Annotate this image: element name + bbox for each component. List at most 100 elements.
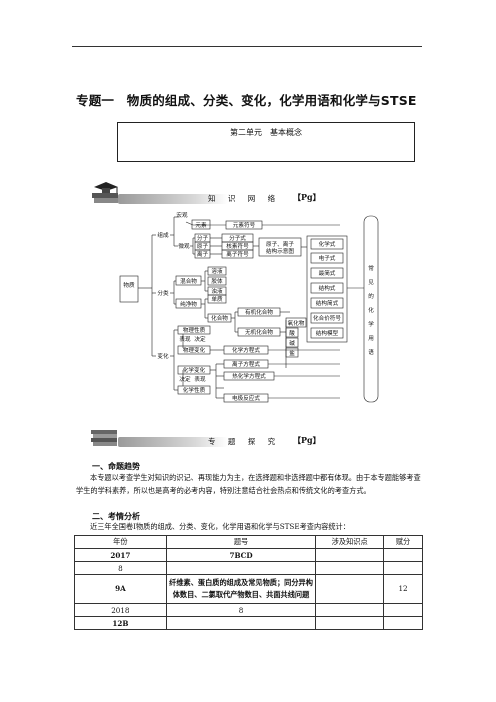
mindmap-element-symbol: 元素符号 — [233, 221, 256, 229]
banner-bar — [118, 437, 228, 447]
mindmap-acid-node — [285, 327, 299, 338]
mindmap-equation-node-3 — [223, 371, 275, 381]
mindmap-phys-prop: 物理性质 — [183, 326, 206, 334]
table-cell-q — [165, 561, 317, 575]
mindmap-dispersion-node-2 — [207, 276, 227, 286]
mindmap-formula-2: 电子式 — [319, 254, 336, 262]
mindmap-formula-node-1 — [310, 238, 344, 250]
table-cell-topic — [315, 616, 385, 630]
mindmap-formula-node-3 — [310, 267, 344, 279]
mindmap-node-root-text: 物质 — [123, 281, 135, 289]
banner-caption: 专 题 探 究 — [208, 437, 281, 446]
mindmap-equation-node-4 — [223, 393, 269, 403]
mindmap-side-char-3: 的 — [368, 292, 374, 300]
mindmap-dispersion-node-1 — [207, 266, 227, 276]
mindmap-element-substance-node — [207, 294, 227, 304]
mindmap-side-char-1: 常 — [368, 264, 374, 272]
mindmap-connectors — [138, 216, 340, 399]
table-cell-year: 8 — [74, 561, 167, 575]
mindmap-inorganic-node — [237, 327, 281, 337]
mindmap-molecule: 分子 — [197, 234, 209, 242]
mindmap-formula-1: 化学式 — [319, 240, 336, 248]
mindmap-formula-panel — [306, 235, 348, 343]
mindmap-equation-node-2 — [223, 359, 269, 369]
page-title: 专题一 物质的组成、分类、变化，化学用语和化学与STSE — [76, 93, 417, 108]
mindmap-chem-prop-node — [177, 385, 211, 395]
table-cell-score: 12 — [383, 574, 423, 604]
mindmap-show-2: 表现 — [194, 375, 206, 383]
section-intro-analysis: 近三年全国卷Ⅰ物质的组成、分类、变化，化学用语和化学与STSE考查内容统计： — [90, 522, 350, 531]
graduate-books-icon — [92, 182, 118, 203]
table-cell-topic — [315, 561, 385, 575]
mindmap-salt-node — [285, 347, 299, 358]
mindmap-molecule-formula: 分子式 — [229, 234, 246, 242]
mindmap-classification-label: 分类 — [157, 289, 169, 297]
mindmap-dispersion-1: 溶液 — [211, 267, 223, 275]
mindmap-element-node — [191, 219, 211, 230]
mindmap-dispersion-2: 胶体 — [211, 277, 223, 285]
table-cell-score — [383, 616, 423, 630]
table-cell-year: 9A — [74, 574, 167, 604]
mindmap-element-substance: 单质 — [211, 295, 223, 303]
mindmap-ion-node — [194, 249, 211, 259]
mindmap-pure: 纯净物 — [180, 300, 197, 308]
mindmap-chem-change-node — [177, 365, 211, 375]
table-header-topic: 涉及知识点 — [315, 535, 385, 549]
mindmap-compound: 化合物 — [211, 314, 228, 322]
table-cell-year: 12B — [74, 616, 167, 630]
books-stack-icon — [91, 430, 117, 446]
mindmap-nuclide-symbol: 核素符号 — [226, 242, 249, 250]
mindmap-formula-node-7 — [310, 327, 344, 339]
mindmap-dispersion-3: 浊液 — [211, 287, 223, 295]
table-header-question: 题号 — [165, 535, 317, 549]
mindmap-show-1: 表现 — [179, 335, 191, 343]
mindmap-pure-node — [175, 298, 202, 309]
mindmap-side-title-panel — [363, 215, 379, 403]
table-cell-score — [383, 561, 423, 575]
mindmap-equation-4: 电极反应式 — [232, 394, 260, 402]
mindmap-element-symbol-node — [225, 220, 263, 230]
mindmap-node-root — [119, 275, 139, 303]
mindmap-organic-node — [237, 307, 281, 317]
mindmap-phys-change: 物理变化 — [183, 346, 206, 354]
mindmap-ion: 离子 — [197, 250, 209, 258]
mindmap-equation-1: 化学方程式 — [232, 346, 260, 354]
topic-inquiry-banner: 专 题 探 究 【Pg】 — [88, 430, 328, 448]
mindmap-oxide-node — [285, 317, 307, 328]
mindmap-micro: 微观 — [178, 242, 190, 250]
mindmap-formula-5: 结构简式 — [316, 299, 339, 307]
mindmap-side-char-5: 学 — [368, 320, 374, 328]
mindmap-diagram-line2: 结构示意图 — [266, 247, 294, 255]
mindmap-organic: 有机化合物 — [245, 308, 273, 316]
mindmap-formula-node-5 — [310, 297, 344, 309]
unit-box: 第二单元 基本概念 — [117, 122, 415, 162]
banner-caption: 知 识 网 络 — [208, 194, 281, 203]
mindmap-change-label: 变化 — [157, 352, 169, 360]
table-cell-q: 8 — [165, 603, 317, 617]
mindmap-mixture-node — [175, 275, 202, 286]
mindmap-chem-prop: 化学性质 — [183, 386, 206, 394]
table-cell-score — [383, 603, 423, 617]
mindmap-inorganic: 无机化合物 — [245, 328, 273, 336]
mindmap-equation-2: 离子方程式 — [232, 360, 260, 368]
table-header-row: 年份 题号 涉及知识点 赋分 — [74, 535, 423, 549]
table-header-score: 赋分 — [383, 535, 423, 549]
mindmap-side-char-7: 语 — [368, 348, 374, 356]
table-cell-topic — [315, 574, 385, 604]
table-cell-topic — [315, 548, 385, 562]
table-header-year: 年份 — [74, 535, 167, 549]
mindmap-phys-prop-node — [177, 325, 211, 335]
mindmap-decide-1: 决定 — [194, 335, 206, 343]
mindmap-phys-change-node — [177, 345, 211, 355]
table-cell-q: 纤维素、蛋白质的组成及常见物质；同分异构体数目、二氯取代产物数目、共面共线问题 — [165, 574, 317, 604]
banner-bar — [118, 194, 228, 204]
mindmap-acid: 酸 — [289, 329, 295, 337]
mindmap-base: 碱 — [289, 340, 295, 347]
mindmap-oxide: 氧化物 — [288, 319, 305, 327]
knowledge-network-banner: 知 识 网 络 【Pg】 — [88, 182, 328, 205]
